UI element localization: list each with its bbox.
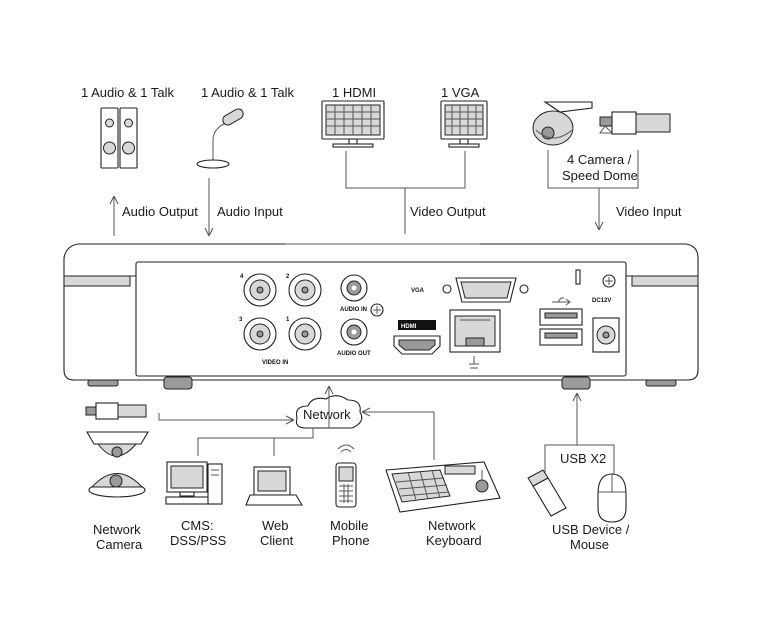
switch-slot-icon [575,269,581,285]
audio-input-label: Audio Input [217,204,283,219]
hdmi-monitor-icon [321,100,385,148]
web-client-label-1: Web [262,518,289,533]
hdmi-logo-text: HDMI [401,324,417,330]
hdmi-label: 1 HDMI [332,85,376,100]
usb-port-top[interactable] [539,308,583,326]
video-input-arrow-icon [594,221,604,231]
network-ceiling-camera-icon [88,473,146,498]
bnc-connector-2[interactable] [288,273,322,307]
usb-device-label-1: USB Device / [552,522,630,537]
cms-label-2: DSS/PSS [170,533,227,548]
bnc-connector-3[interactable] [243,317,277,351]
usb-lines [544,393,615,475]
microphone-icon [196,108,244,169]
camera-label-line1: 4 Camera / [567,152,632,167]
bnc-connector-1[interactable] [288,317,322,351]
usb-port-bottom[interactable] [539,328,583,346]
audio-in-port[interactable] [340,274,368,302]
bnc-number-2: 2 [286,274,290,280]
cms-label-1: CMS: [181,518,214,533]
network-keyboard-icon [385,461,501,513]
vga-port-label: VGA [411,288,425,294]
mobile-phone-label-1: Mobile [330,518,368,533]
bnc-number-4: 4 [240,274,244,280]
bnc-connector-4[interactable] [243,273,277,307]
vga-monitor-icon [440,100,488,148]
bnc-number-3: 3 [239,317,243,323]
hdmi-port[interactable] [393,335,441,355]
usb-up-arrow-icon [572,392,582,402]
box-camera-icon [599,111,671,135]
nvr-rear-panel [63,243,699,390]
mouse-icon [597,473,627,523]
network-camera-line [158,413,294,421]
ethernet-port[interactable] [449,309,501,353]
ground-screw-icon [370,303,384,317]
laptop-icon [245,466,303,506]
speed-dome-camera-icon [532,101,593,146]
bnc-number-1: 1 [286,317,290,323]
usb-device-label-2: Mouse [570,537,609,552]
audio-in-label: AUDIO IN [340,307,367,313]
audio-output-arrow-icon [109,195,119,205]
network-up-arrow-icon [324,385,334,395]
speaker-icon [100,107,138,169]
usb-x2-label: USB X2 [560,451,606,466]
audio-input-arrow-icon [204,227,214,237]
network-keyboard-label-1: Network [428,518,476,533]
cms-desktop-icon [165,461,223,505]
web-client-label-2: Client [260,533,294,548]
mobile-phone-label-2: Phone [332,533,370,548]
audio-output-label: Audio Output [122,204,198,219]
video-input-lines [547,150,639,230]
audio-talk-left-label: 1 Audio & 1 Talk [81,85,174,100]
video-input-label: Video Input [616,204,682,219]
client-lines [197,428,314,456]
hdmi-logo-icon: HDMI [398,320,436,330]
vga-port[interactable] [442,277,529,303]
network-dome-camera-icon [86,431,149,458]
network-box-camera-icon [85,402,147,420]
network-camera-label-2: Camera [96,537,143,552]
usb-flash-drive-icon [527,469,567,517]
network-camera-arrow-icon [285,415,295,425]
video-in-label: VIDEO IN [262,360,288,366]
keyboard-arrow-icon [361,407,371,417]
camera-label-line2: Speed Dome [562,168,638,183]
network-cloud-label: Network [303,407,351,422]
keyboard-line [362,411,435,460]
audio-talk-right-label: 1 Audio & 1 Talk [201,85,294,100]
usb-symbol-icon [552,297,571,306]
mobile-phone-icon [335,444,357,508]
audio-out-port[interactable] [340,318,368,346]
ground-terminal-icon [602,274,616,288]
dc12v-label: DC12V [592,298,611,304]
network-camera-label-1: Network [93,522,141,537]
network-symbol-icon [469,356,479,369]
vga-label: 1 VGA [441,85,480,100]
video-output-lines [345,151,466,234]
dc-power-port[interactable] [592,317,620,353]
network-keyboard-label-2: Keyboard [426,533,482,548]
video-output-label: Video Output [410,204,486,219]
audio-out-label: AUDIO OUT [337,351,371,357]
